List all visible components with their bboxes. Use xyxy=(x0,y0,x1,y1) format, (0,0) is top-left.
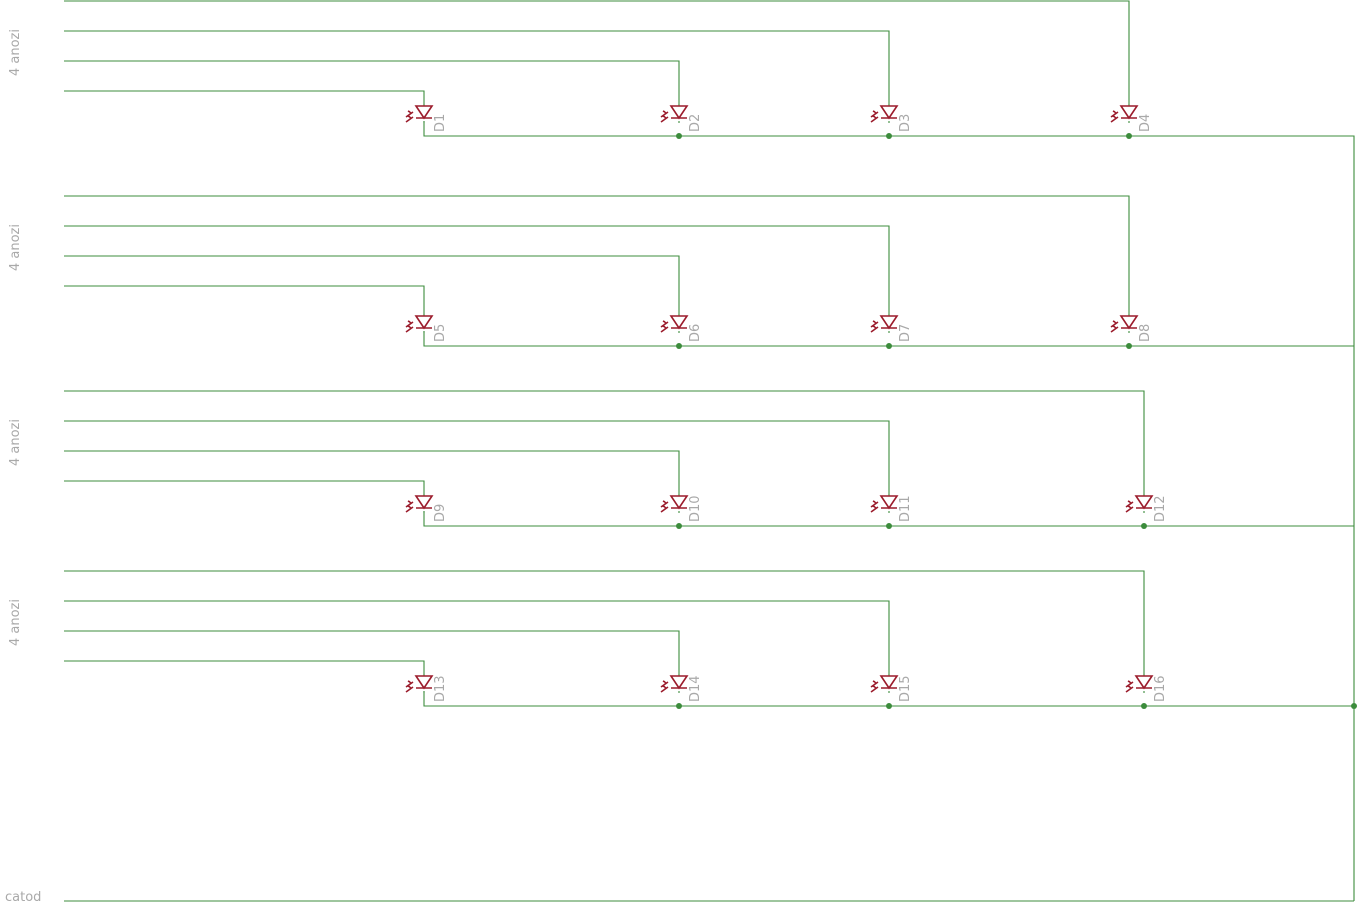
diode-label: D3 xyxy=(898,114,913,132)
junction-dot xyxy=(886,343,892,349)
led-symbol xyxy=(1110,104,1139,123)
diode-label: D4 xyxy=(1138,114,1153,132)
led-symbol xyxy=(1125,494,1154,513)
anode-wire-d10 xyxy=(64,450,680,496)
junction-dot xyxy=(1126,343,1132,349)
junction-dot xyxy=(676,703,682,709)
anode-group-label: 4 anozi xyxy=(8,224,23,271)
diode-label: D13 xyxy=(433,675,448,702)
junction-dot xyxy=(886,703,892,709)
anode-wire-d4 xyxy=(64,0,1130,106)
diode-label: D12 xyxy=(1153,495,1168,522)
anode-group-label: 4 anozi xyxy=(8,29,23,76)
junction-dot xyxy=(676,523,682,529)
junction-dot xyxy=(676,343,682,349)
led-symbol xyxy=(405,314,434,333)
junction-dot xyxy=(1141,523,1147,529)
anode-wire-d3 xyxy=(64,30,890,106)
led-symbol xyxy=(1110,314,1139,333)
junction-dot xyxy=(886,523,892,529)
diode-label: D14 xyxy=(688,675,703,702)
junction-dot xyxy=(1141,703,1147,709)
diode-label: D10 xyxy=(688,495,703,522)
row-2: 4 anozi D5 D6 D7 D8 xyxy=(8,195,1354,349)
led-symbol xyxy=(870,674,899,693)
led-symbol xyxy=(870,494,899,513)
anode-wire-d12 xyxy=(64,390,1145,496)
row-1: 4 anozi D1 D2 D3 D4 xyxy=(8,0,1355,901)
cathode-line: catod xyxy=(5,890,1354,905)
anode-wire-d15 xyxy=(64,600,890,676)
led-symbol xyxy=(1125,674,1154,693)
anode-wire-d8 xyxy=(64,195,1130,316)
anode-wire-d6 xyxy=(64,255,680,316)
diode-label: D6 xyxy=(688,324,703,342)
led-symbol xyxy=(870,104,899,123)
cathode-bus-row-4 xyxy=(423,691,1354,707)
diode-label: D11 xyxy=(898,495,913,522)
anode-wire-d7 xyxy=(64,225,890,316)
anode-wire-d5 xyxy=(64,285,425,316)
anode-wire-d14 xyxy=(64,630,680,676)
led-symbol xyxy=(660,314,689,333)
row-4: 4 anozi D13 D14 D15 D16 xyxy=(8,570,1357,709)
diode-label: D8 xyxy=(1138,324,1153,342)
led-symbol xyxy=(405,494,434,513)
diode-label: D1 xyxy=(433,114,448,132)
junction-dot xyxy=(1126,133,1132,139)
anode-wire-d11 xyxy=(64,420,890,496)
cathode-bus-row-2 xyxy=(423,331,1354,347)
anode-wire-d2 xyxy=(64,60,680,106)
diode-label: D7 xyxy=(898,324,913,342)
diode-label: D2 xyxy=(688,114,703,132)
row-3: 4 anozi D9 D10 D11 D12 xyxy=(8,390,1354,529)
diode-label: D15 xyxy=(898,675,913,702)
cathode-label: catod xyxy=(5,890,41,905)
led-symbol xyxy=(405,674,434,693)
led-symbol xyxy=(405,104,434,123)
diode-label: D9 xyxy=(433,504,448,522)
led-symbol xyxy=(660,494,689,513)
led-symbol xyxy=(870,314,899,333)
anode-group-label: 4 anozi xyxy=(8,419,23,466)
led-symbol xyxy=(660,674,689,693)
anode-group-label: 4 anozi xyxy=(8,599,23,646)
led-symbol xyxy=(660,104,689,123)
anode-wire-d16 xyxy=(64,570,1145,676)
junction-dot xyxy=(676,133,682,139)
anode-wire-d13 xyxy=(64,660,425,676)
junction-dot xyxy=(886,133,892,139)
diode-label: D5 xyxy=(433,324,448,342)
anode-wire-d1 xyxy=(64,90,425,106)
diode-label: D16 xyxy=(1153,675,1168,702)
cathode-bus-row-3 xyxy=(423,511,1354,527)
anode-wire-d9 xyxy=(64,480,425,496)
junction-dot xyxy=(1351,703,1357,709)
